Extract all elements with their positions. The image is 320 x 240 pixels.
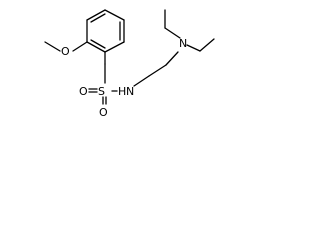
chemical-structure: O S O O H N N — [44, 9, 215, 119]
ring-bond — [104, 41, 125, 53]
sulfonyl-oxygen-left: O — [79, 85, 88, 98]
sulfonyl-oxygen-bottom: O — [99, 106, 108, 119]
ring-bond — [104, 9, 125, 21]
ethyl-bond — [199, 38, 215, 52]
methyl-bond — [44, 41, 61, 52]
methoxy-oxygen: O — [61, 45, 70, 58]
ethyl-bond — [186, 44, 201, 52]
amide-hydrogen: H — [118, 85, 126, 98]
linker-bond — [148, 64, 167, 77]
ring-double-bond — [90, 13, 106, 23]
amine-nitrogen: N — [179, 37, 187, 50]
ring-bond — [86, 9, 106, 21]
amide-nitrogen: N — [126, 85, 134, 98]
sulfur-atom: S — [98, 85, 105, 98]
benzene-ring — [86, 9, 125, 53]
ethyl-bond — [164, 27, 181, 39]
ring-double-bond — [90, 39, 106, 49]
linker-bond — [133, 75, 150, 87]
ring-bond — [86, 41, 106, 53]
ring-to-methoxy-bond — [72, 41, 88, 52]
linker-bond — [165, 51, 179, 66]
